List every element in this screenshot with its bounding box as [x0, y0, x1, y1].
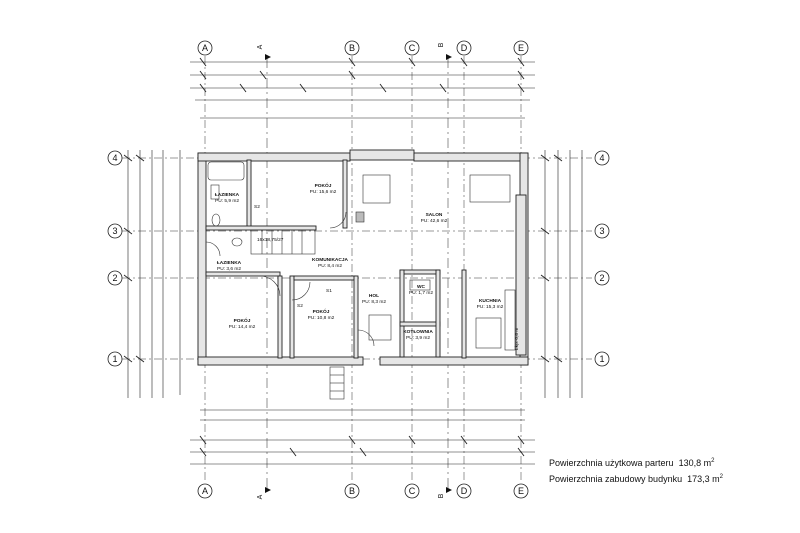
svg-text:E: E [518, 486, 524, 496]
svg-text:E: E [518, 43, 524, 53]
svg-text:B: B [438, 493, 445, 498]
svg-text:4: 4 [112, 153, 117, 163]
grid-bubble-top-B: B [344, 40, 360, 56]
room-area: PU: 8,3 m2 [362, 299, 386, 305]
svg-text:C: C [409, 43, 416, 53]
grid-bubble-top-E: E [513, 40, 529, 56]
built-area-unit: 2 [719, 474, 723, 480]
svg-text:A: A [202, 43, 208, 53]
svg-text:A: A [257, 44, 264, 49]
room-area: PU: 8,4 m2 [318, 263, 342, 269]
svg-text:4: 4 [599, 153, 604, 163]
mark-s1: S1 [326, 288, 332, 294]
room-area: PU: 15,6 m2 [310, 189, 337, 195]
mark-s2a: S2 [254, 204, 260, 210]
section-a-top: A [257, 44, 271, 60]
svg-text:A: A [202, 486, 208, 496]
room-area: PU: 5,9 m2 [215, 198, 239, 204]
grid-bubble-top-C: C [404, 40, 420, 56]
svg-text:3: 3 [599, 226, 604, 236]
mark-s2b: S2 [297, 303, 303, 309]
built-area-line: Powierzchnia zabudowy budynku 173,3 m2 [549, 474, 723, 484]
built-area-value: 173,3 m [687, 474, 720, 484]
mark-stairs: 16x18,75/27 [257, 237, 284, 243]
room-area: PU: 10,8 m2 [308, 315, 335, 321]
room-name: KOMUNIKACJA [312, 257, 349, 263]
section-b-top: B [438, 42, 452, 60]
svg-text:C: C [409, 486, 416, 496]
section-b-bottom: B [438, 487, 452, 498]
grid-bubble-right-4: 4 [594, 150, 610, 166]
built-area-label: Powierzchnia zabudowy budynku [549, 474, 683, 484]
room-name: POKÓJ [313, 307, 330, 315]
svg-text:B: B [438, 42, 445, 47]
usable-area-value: 130,8 m [678, 458, 712, 468]
room-name: SALON [426, 212, 443, 218]
room-name: ŁAZIENKA [217, 260, 242, 266]
mark-kitchen-note: Lkp: 0,8 m [514, 328, 520, 350]
grid-bubble-bottom-A: A [197, 483, 213, 499]
grid-bubble-right-2: 2 [594, 270, 610, 286]
svg-text:2: 2 [599, 273, 604, 283]
usable-area-label: Powierzchnia użytkowa parteru [549, 458, 674, 468]
room-area: PU: 14,4 m2 [229, 324, 256, 330]
svg-text:1: 1 [599, 354, 604, 364]
section-a-bottom: A [257, 487, 271, 499]
grid-bubble-bottom-E: E [513, 483, 529, 499]
grid-bubble-left-4: 4 [107, 150, 123, 166]
room-name: KOTŁOWNIA [403, 329, 433, 335]
room-name: POKÓJ [315, 181, 332, 189]
usable-area-line: Powierzchnia użytkowa parteru 130,8 m2 [549, 458, 714, 468]
svg-text:2: 2 [112, 273, 117, 283]
grid-bubble-right-3: 3 [594, 223, 610, 239]
room-area: PU: 15,3 m2 [477, 304, 504, 310]
grid-bubble-right-1: 1 [594, 351, 610, 367]
svg-text:3: 3 [112, 226, 117, 236]
svg-text:A: A [257, 494, 264, 499]
svg-text:1: 1 [112, 354, 117, 364]
svg-text:B: B [349, 43, 355, 53]
room-area: PU: 3,9 m2 [406, 335, 430, 341]
grid-bubble-bottom-D: D [456, 483, 472, 499]
room-area: PU: 1,7 m2 [409, 290, 433, 296]
svg-text:B: B [349, 486, 355, 496]
grid-bubble-top-A: A [197, 40, 213, 56]
room-name: HOL [369, 293, 379, 299]
svg-text:D: D [461, 486, 468, 496]
room-area: PU: 3,6 m2 [217, 266, 241, 272]
room-name: KUCHNIA [479, 298, 502, 304]
room-name: POKÓJ [234, 316, 251, 324]
grid-bubble-bottom-C: C [404, 483, 420, 499]
grid-bubble-top-D: D [456, 40, 472, 56]
usable-area-unit: 2 [711, 458, 715, 464]
room-name: ŁAZIENKA [215, 192, 240, 198]
grid-bubble-left-3: 3 [107, 223, 123, 239]
room-name: WC [417, 284, 426, 290]
svg-text:D: D [461, 43, 468, 53]
grid-bubble-bottom-B: B [344, 483, 360, 499]
grid-bubble-left-2: 2 [107, 270, 123, 286]
grid-bubble-left-1: 1 [107, 351, 123, 367]
room-area: PU: 42,6 m2 [421, 218, 448, 224]
